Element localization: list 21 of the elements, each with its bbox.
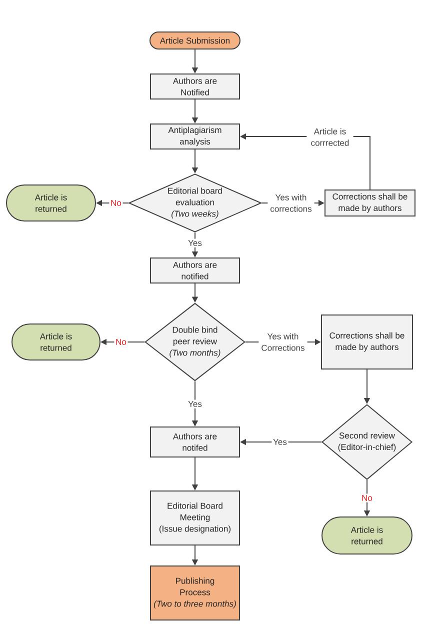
terminal-pill: Article is returned <box>6 184 96 222</box>
process-box: Authors are notifed <box>150 426 240 458</box>
edge-label: Yes <box>186 238 204 248</box>
process-box: Authors are notified <box>150 258 240 284</box>
terminal-pill: Article is returned <box>322 516 412 554</box>
process-box: Antiplagiarism analysis <box>150 124 240 150</box>
terminal-pill: Article Submission <box>150 32 240 50</box>
process-box: Authors are Notified <box>150 74 240 100</box>
terminal-pill: Article is returned <box>12 324 100 360</box>
edge-label: No <box>114 338 128 346</box>
edge-label: Yes with Corrections <box>258 332 308 352</box>
edge-label: No <box>109 198 123 208</box>
process-box: Editorial Board Meeting (Issue designation) <box>150 490 240 546</box>
process-box: Publishing Process (Two to three months) <box>150 566 240 620</box>
edge-label: No <box>360 494 374 502</box>
process-box: Corrections shall be made by authors <box>324 190 416 216</box>
edge-label: Article is corrrected <box>306 126 354 148</box>
edge-label: Yes with corrections <box>268 192 314 214</box>
edge-label: Yes <box>186 400 204 408</box>
edge-label: Yes <box>272 438 288 446</box>
process-box: Corrections shall be made by authors <box>321 314 413 370</box>
